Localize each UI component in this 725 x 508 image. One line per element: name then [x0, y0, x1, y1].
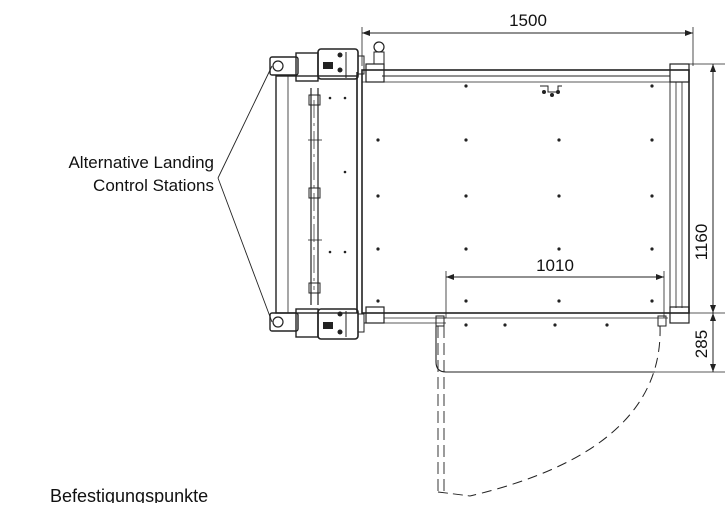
dimension-width-label: 1500	[509, 11, 547, 30]
control-station-bottom	[269, 308, 385, 340]
dimension-width: 1500	[361, 11, 694, 66]
platform	[361, 41, 690, 324]
dimension-door-width: 1010	[445, 256, 665, 318]
dimension-door-width-label: 1010	[536, 256, 574, 275]
control-station-top	[269, 48, 365, 82]
dimension-depth: 1160	[687, 63, 725, 314]
station-leader-lines	[217, 65, 273, 323]
dimension-projection: 285	[655, 313, 725, 373]
dimension-projection-label: 285	[692, 330, 711, 358]
stations-label-line2: Control Stations	[93, 176, 214, 195]
dimension-depth-label: 1160	[692, 224, 711, 261]
mounting-points-label: Befestigungspunkte	[50, 486, 208, 503]
landing-frame	[275, 72, 363, 314]
stations-label-line1: Alternative Landing	[68, 153, 214, 172]
door-ramp	[435, 312, 668, 497]
mounting-points	[328, 84, 654, 327]
